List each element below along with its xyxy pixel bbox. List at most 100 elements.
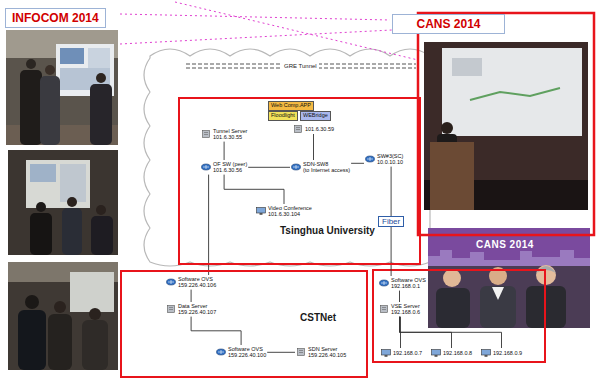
device-text: 192.168.0.9: [493, 350, 522, 356]
person-head: [89, 308, 101, 320]
switch-body: [217, 349, 226, 355]
region-name: Tsinghua University: [280, 225, 375, 236]
device-address: 101.6.30.56: [213, 167, 247, 173]
device-text: SDN-SW8(to Internet access): [303, 161, 350, 174]
device-text: SW#3(SC)10.0.10.10: [377, 153, 403, 166]
person-body: [20, 70, 42, 145]
person-body: [62, 208, 82, 255]
poster-panel: [30, 164, 56, 182]
screen-graph: [470, 88, 560, 100]
demo-link: [120, 14, 390, 20]
link-line: [191, 290, 192, 302]
switch-body: [366, 156, 375, 162]
app-name: Web Comp.APP: [271, 102, 311, 110]
device-address: 159.226.40.106: [178, 282, 216, 288]
podium: [430, 142, 474, 210]
link-line: [248, 167, 290, 168]
device-address: 159.226.40.100: [228, 352, 266, 358]
photo-ground: [428, 228, 590, 328]
network-device: VSE Server192.168.0.6: [378, 302, 421, 317]
event-label-box: CANS 2014: [392, 14, 505, 34]
device-name: Video Conference: [268, 205, 312, 211]
network-cloud: [144, 49, 430, 266]
person-head: [96, 205, 106, 215]
projection-screen: [442, 48, 582, 136]
device-text: SDN Server159.226.40.105: [308, 346, 346, 359]
monitor: [257, 208, 266, 214]
person-body: [30, 213, 52, 255]
network-device: Software OVS192.168.0.1: [378, 276, 427, 291]
person-head: [26, 59, 36, 69]
device-icon: [216, 348, 226, 356]
network-device: Tunnel Server101.6.30.55: [200, 127, 248, 142]
shirt: [492, 287, 504, 300]
device-text: Tunnel Server101.6.30.55: [213, 128, 247, 141]
server-slots: [169, 308, 173, 310]
device-icon: [201, 130, 211, 138]
server-slots: [382, 308, 386, 310]
device-address: (to Internet access): [303, 167, 350, 173]
device-name: Software OVS: [178, 276, 216, 282]
photo-ground: [6, 30, 118, 145]
switch-arrows: [168, 280, 174, 284]
cans-presenter-photo: [424, 42, 588, 210]
device-icon: [166, 305, 176, 313]
link-label: Fiber: [378, 216, 404, 227]
network-device: 192.168.0.7: [380, 348, 423, 358]
edge-label-holder: Fiber: [378, 216, 404, 227]
device-icon: [201, 163, 211, 171]
link-line: [191, 317, 241, 345]
device-name: 192.168.0.8: [443, 350, 472, 356]
banner: [428, 228, 590, 266]
device-icon: [293, 125, 303, 133]
link-line: [351, 163, 364, 164]
device-icon: [379, 279, 389, 287]
person-head: [443, 269, 461, 287]
device-name: SW#3(SC): [377, 153, 403, 159]
device-address: 159.226.40.105: [308, 352, 346, 358]
infocom-photo-1: [6, 30, 118, 145]
photo-ground: [424, 42, 588, 210]
switch-body: [380, 280, 389, 286]
device-icon: [166, 278, 176, 286]
switch-arrows: [218, 350, 224, 354]
presenter-head: [441, 122, 453, 134]
photo-ground: [8, 262, 118, 370]
switch-arrows: [293, 165, 299, 169]
person-head: [45, 65, 55, 75]
device-name: Software OVS: [228, 346, 266, 352]
device-name: 101.6.30.59: [305, 126, 334, 132]
device-icon: [381, 349, 391, 357]
device-name: SDN-SW8: [303, 161, 350, 167]
controller-app-box: WEBridge: [300, 111, 331, 121]
device-icon: [256, 207, 266, 215]
person-body: [40, 76, 60, 145]
photo-ground: [8, 150, 118, 255]
network-device: 192.168.0.8: [430, 348, 473, 358]
device-icon: [365, 155, 375, 163]
device-icon: [481, 349, 491, 357]
person-head: [25, 295, 39, 309]
monitor-stand: [485, 355, 488, 357]
server-case: [168, 306, 175, 313]
event-label-box: INFOCOM 2014: [5, 8, 106, 28]
label-holder: CANS 2014: [476, 239, 534, 250]
network-device: SDN Server159.226.40.105: [295, 345, 347, 360]
device-text: VSE Server192.168.0.6: [391, 303, 420, 316]
device-text: 192.168.0.7: [393, 350, 422, 356]
network-device: SW#3(SC)10.0.10.10: [364, 152, 404, 167]
link-line: [400, 317, 502, 348]
device-address: 192.168.0.6: [391, 309, 420, 315]
cans-frame: [418, 13, 594, 235]
banner-text: CANS 2014: [476, 239, 534, 250]
demo-link: [175, 2, 418, 60]
person-body: [82, 320, 108, 370]
person-head: [96, 73, 106, 83]
monitor-stand: [260, 213, 263, 215]
device-name: 192.168.0.7: [393, 350, 422, 356]
device-name: Software OVS: [391, 277, 426, 283]
monitor: [482, 350, 491, 356]
controller-app-box: Web Comp.APP: [268, 101, 314, 111]
switch-body: [292, 164, 301, 170]
